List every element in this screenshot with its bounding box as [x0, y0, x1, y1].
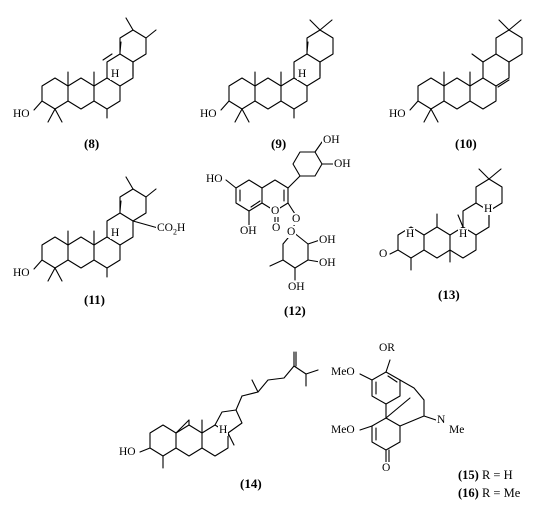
compound-label-9: (9): [271, 136, 287, 151]
atom-h: H: [110, 227, 121, 239]
atom-ho: HO: [118, 446, 137, 458]
atom-ho: HO: [199, 108, 218, 120]
structure-8: [33, 17, 157, 123]
atom-o: O: [270, 205, 281, 217]
atom-h: H: [297, 68, 308, 80]
compound-label-11: (11): [84, 292, 105, 307]
atom-oh: HO: [205, 173, 224, 185]
r-group-label-16: (16) R = Me: [458, 486, 520, 501]
atom-meo: MeO: [330, 366, 356, 378]
compound-label-13: (13): [438, 287, 460, 302]
atom-n: N: [436, 414, 447, 426]
atom-o: O: [286, 226, 297, 238]
atom-oh: OH: [287, 281, 306, 293]
atom-oh: OH: [333, 158, 352, 170]
structure-10: [409, 19, 523, 123]
atom-o: O: [291, 213, 302, 225]
atom-meo: MeO: [330, 424, 356, 436]
atom-co2h: CO2H: [156, 222, 187, 239]
compound-label-8: (8): [84, 136, 100, 151]
atom-ho: HO: [388, 108, 407, 120]
compound-label-16: (16): [458, 486, 479, 500]
atom-h: H: [458, 228, 469, 240]
atom-ho: HO: [12, 267, 31, 279]
atom-oh: OH: [318, 257, 337, 269]
atom-h: H: [110, 68, 121, 80]
structure-14: [139, 351, 319, 469]
structure-13: [389, 168, 503, 271]
r-text-15: R = H: [481, 468, 513, 482]
compound-label-10: (10): [455, 136, 477, 151]
atom-oh: OH: [322, 134, 341, 146]
atom-h: H: [483, 203, 494, 215]
co2h-co: CO: [157, 222, 173, 234]
atom-h: H: [405, 228, 416, 240]
atom-oh: OH: [318, 234, 337, 246]
atom-or: OR: [378, 342, 396, 354]
atom-me: Me: [448, 424, 466, 436]
atom-o: O: [378, 248, 389, 260]
atom-oh: OH: [239, 225, 258, 237]
atom-o: O: [271, 222, 282, 234]
atom-h: H: [218, 424, 229, 436]
structure-15-16: [359, 359, 437, 463]
compound-label-15: (15): [458, 468, 479, 482]
atom-ho: HO: [12, 108, 31, 120]
atom-o: O: [381, 462, 392, 474]
compound-label-12: (12): [284, 303, 306, 318]
r-group-label-15: (15) R = H: [458, 468, 513, 483]
r-text-16: R = Me: [481, 486, 521, 500]
compound-label-14: (14): [240, 476, 262, 491]
co2h-sub: 2: [172, 227, 177, 237]
co2h-h: H: [176, 222, 186, 234]
structure-11: [33, 176, 159, 282]
structure-9: [220, 19, 334, 123]
